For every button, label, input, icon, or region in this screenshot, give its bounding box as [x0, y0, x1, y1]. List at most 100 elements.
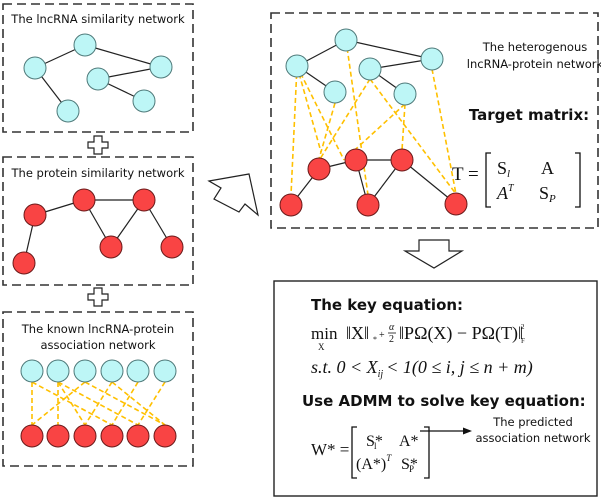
cell-subscript: l [374, 441, 377, 451]
nuclear-norm: ‖X‖ [346, 323, 369, 343]
matrix-cell: A [541, 158, 554, 178]
lncrna-node [323, 80, 347, 104]
protein-node [126, 424, 150, 448]
lncrna-node [23, 56, 47, 80]
lncrna-node [420, 47, 444, 71]
association-edge [111, 381, 139, 426]
similarity-edge [345, 39, 433, 60]
panel-title-line2: association network [40, 338, 155, 352]
admm-heading: Use ADMM to solve key equation: [302, 392, 586, 410]
protein-node [444, 192, 468, 216]
protein-node [279, 193, 303, 217]
lncrna-node [285, 54, 309, 78]
matrix-cell: SP [539, 183, 556, 205]
panel-protein-similarity: The protein similarity network [2, 156, 194, 286]
lncrna-node [56, 99, 80, 123]
projection-term: ‖PΩ(X) − PΩ(T)‖ [399, 323, 523, 344]
panel-key-equation: The key equation: min X ‖X‖ * + α 2 ‖PΩ(… [273, 280, 598, 497]
constraint-text: s.t. 0 < Xij< 1(0 ≤ i, j ≤ n + m) [311, 357, 533, 380]
panel-known-association: The known lncRNA-protein association net… [2, 311, 194, 467]
square-superscript: 2 [521, 323, 525, 331]
protein-node [390, 148, 414, 172]
matrix-cell: S* [401, 456, 418, 473]
matrix-bracket-right [424, 426, 430, 479]
objective-equation: min X ‖X‖ * + α 2 ‖PΩ(X) − PΩ(T)‖ F 2 [311, 322, 525, 352]
panel-title: The protein similarity network [11, 166, 185, 180]
association-edge [401, 103, 406, 151]
arrow-right-icon [463, 427, 472, 435]
similarity-edge [401, 159, 457, 205]
panel-title-line1: The heterogenous [482, 40, 587, 54]
association-edge [345, 39, 369, 196]
lncrna-node [73, 33, 97, 57]
protein-node [356, 193, 380, 217]
min-subscript: X [318, 342, 325, 352]
plus-icon [87, 287, 109, 307]
lncrna-node [100, 359, 124, 383]
lncrna-node [73, 359, 97, 383]
panel-border [270, 12, 599, 229]
association-edge [31, 381, 113, 426]
association-edge [296, 65, 345, 161]
protein-node [153, 424, 177, 448]
target-matrix-label: Target matrix: [469, 106, 589, 124]
panel-title: The lncRNA similarity network [10, 12, 185, 26]
association-edge [57, 381, 139, 426]
protein-node [99, 235, 123, 259]
panel-title-line1: The known lncRNA-protein [21, 322, 174, 336]
matrix-bracket-left [485, 152, 491, 208]
hollow-arrow-down-icon [402, 239, 465, 269]
norm-subscript: * [373, 335, 377, 344]
protein-node [307, 157, 331, 181]
lncrna-node [86, 67, 110, 91]
key-equation-heading: The key equation: [311, 296, 463, 314]
matrix-cell: A* [399, 433, 419, 450]
target-matrix: T = Sl A AT SP [452, 152, 581, 208]
matrix-cell: (A*)T [356, 453, 392, 473]
frobenius-subscript: F [521, 337, 525, 345]
panel-border [2, 3, 194, 133]
protein-node [12, 251, 36, 275]
lncrna-node [126, 359, 150, 383]
panel-title-line2: lncRNA-protein network [467, 57, 601, 71]
matrix-cell: AT [496, 183, 515, 203]
annotation-line1: The predicted [492, 415, 573, 429]
protein-node [100, 424, 124, 448]
protein-node [46, 424, 70, 448]
lncrna-node [132, 89, 156, 113]
association-edge [84, 381, 166, 426]
two-denominator: 2 [389, 334, 394, 345]
matrix-bracket-left [351, 426, 357, 479]
lncrna-node [153, 359, 177, 383]
association-edge [431, 68, 457, 195]
protein-node [344, 148, 368, 172]
lncrna-node [334, 28, 358, 52]
protein-node [72, 188, 96, 212]
plus-icon [87, 135, 109, 155]
annotation-line2: association network [475, 431, 590, 445]
constraint-equation: s.t. 0 < Xij< 1(0 ≤ i, j ≤ n + m) [311, 357, 533, 380]
protein-node [73, 424, 97, 448]
association-edge [31, 381, 86, 426]
panel-border [2, 311, 194, 467]
panel-lncrna-similarity: The lncRNA similarity network [2, 3, 194, 133]
association-edge [318, 102, 336, 160]
protein-node [23, 203, 47, 227]
lncrna-node [393, 82, 417, 106]
min-operator: min [311, 324, 338, 343]
association-edge [290, 65, 298, 196]
matrix-cell: Sl [497, 158, 510, 180]
cell-subscript: P [409, 464, 414, 474]
association-edge [137, 381, 166, 426]
hollow-arrow-icon [207, 173, 259, 217]
result-lhs: W* = [311, 440, 349, 459]
association-edge [57, 381, 86, 426]
similarity-edge [84, 44, 162, 68]
lncrna-node [20, 359, 44, 383]
protein-node [20, 424, 44, 448]
protein-node [160, 235, 184, 259]
association-edge [84, 381, 113, 426]
association-edge [111, 381, 166, 426]
panel-border [2, 156, 194, 286]
